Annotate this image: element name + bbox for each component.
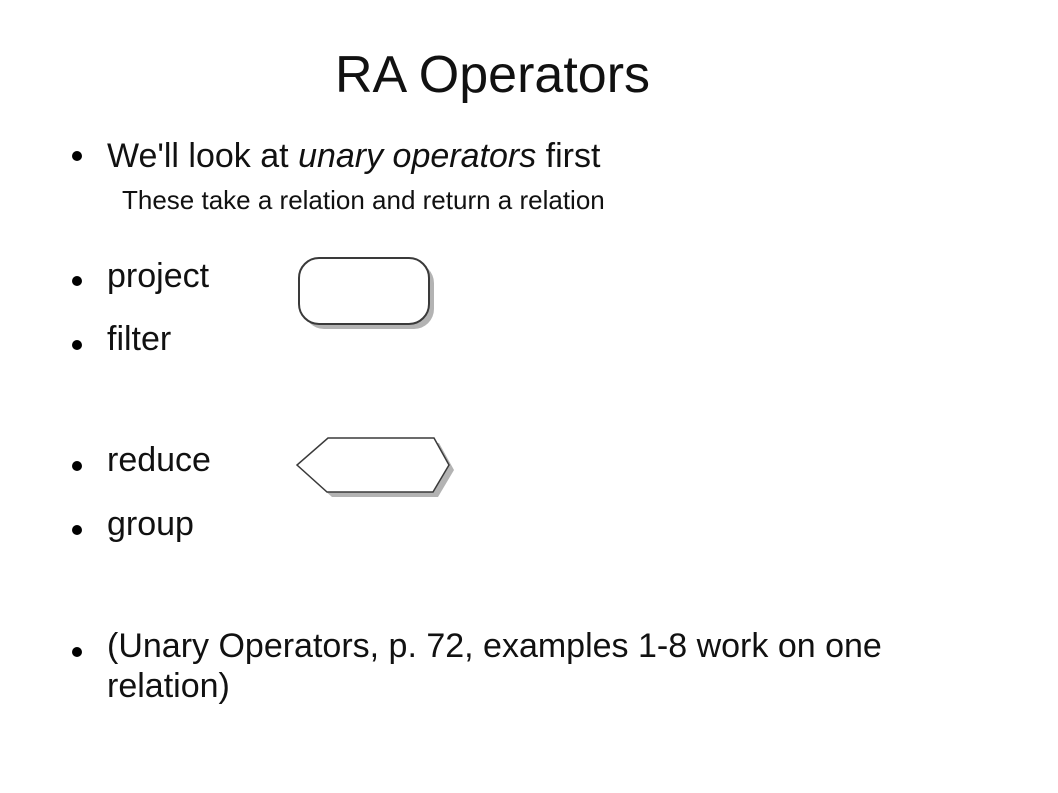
bullet-dot [72,151,82,161]
bullet-dot [72,340,82,350]
intro-after: first [536,137,601,175]
item-filter: filter [107,320,172,358]
bullet-dot [72,461,82,471]
slide-title: RA Operators [334,46,651,104]
intro-line: We'll look at unary operators first [107,136,600,176]
bullet-dot [72,525,82,535]
rounded-rectangle-shape [298,257,434,329]
item-group: group [107,505,194,543]
bullet-dot [72,647,82,657]
intro-emphasis: unary operators [298,137,537,175]
intro-before: We'll look at [107,137,299,175]
item-project: project [107,257,210,295]
bullet-dot [72,276,82,286]
intro-subtext: These take a relation and return a relat… [122,185,605,215]
item-reference: (Unary Operators, p. 72, examples 1-8 wo… [107,627,882,705]
hexagon-shape [295,437,454,497]
item-reduce: reduce [107,441,211,479]
